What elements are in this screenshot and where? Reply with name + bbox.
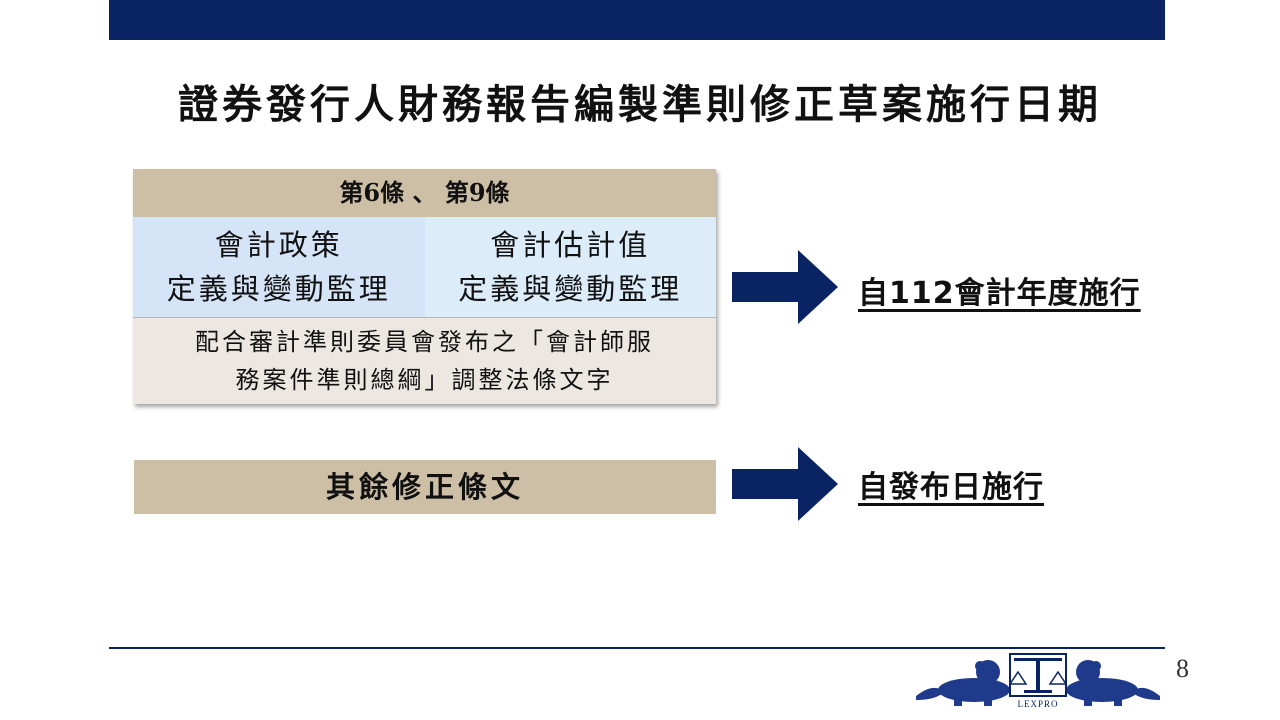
- panel-note-line2: 務案件準則總綱」調整法條文字: [235, 366, 614, 394]
- accounting-policy-subtitle: 定義與變動監理: [166, 272, 391, 306]
- top-banner: [109, 0, 1165, 40]
- articles-panel: 第6條 、 第9條 會計政策 定義與變動監理 會計估計值 定義與變動監理 配合審…: [133, 169, 716, 404]
- panel-note-line1: 配合審計準則委員會發布之「會計師服: [195, 328, 654, 356]
- accounting-estimate-cell: 會計估計值 定義與變動監理: [424, 217, 716, 317]
- accounting-estimate-subtitle: 定義與變動監理: [458, 272, 683, 306]
- accounting-policy-title: 會計政策: [214, 228, 343, 262]
- panel-definitions-row: 會計政策 定義與變動監理 會計估計值 定義與變動監理: [133, 217, 716, 318]
- logo-text: LEXPRO: [1017, 699, 1058, 709]
- lexpro-logo: LEXPRO: [916, 653, 1160, 709]
- other-articles-box: 其餘修正條文: [134, 460, 716, 514]
- footer-divider: [109, 647, 1165, 649]
- arrow-right-icon: [732, 447, 838, 521]
- slide-title: 證券發行人財務報告編製準則修正草案施行日期: [178, 82, 1102, 128]
- panel-header: 第6條 、 第9條: [133, 169, 716, 217]
- effective-date-fiscal-year: 自112會計年度施行: [858, 276, 1141, 311]
- accounting-estimate-title: 會計估計值: [490, 228, 651, 262]
- effective-date-promulgation: 自發布日施行: [858, 470, 1044, 505]
- arrow-right-icon: [732, 250, 838, 324]
- panel-note: 配合審計準則委員會發布之「會計師服 務案件準則總綱」調整法條文字: [133, 318, 716, 404]
- accounting-policy-cell: 會計政策 定義與變動監理: [133, 217, 425, 317]
- page-number: 8: [1176, 654, 1189, 683]
